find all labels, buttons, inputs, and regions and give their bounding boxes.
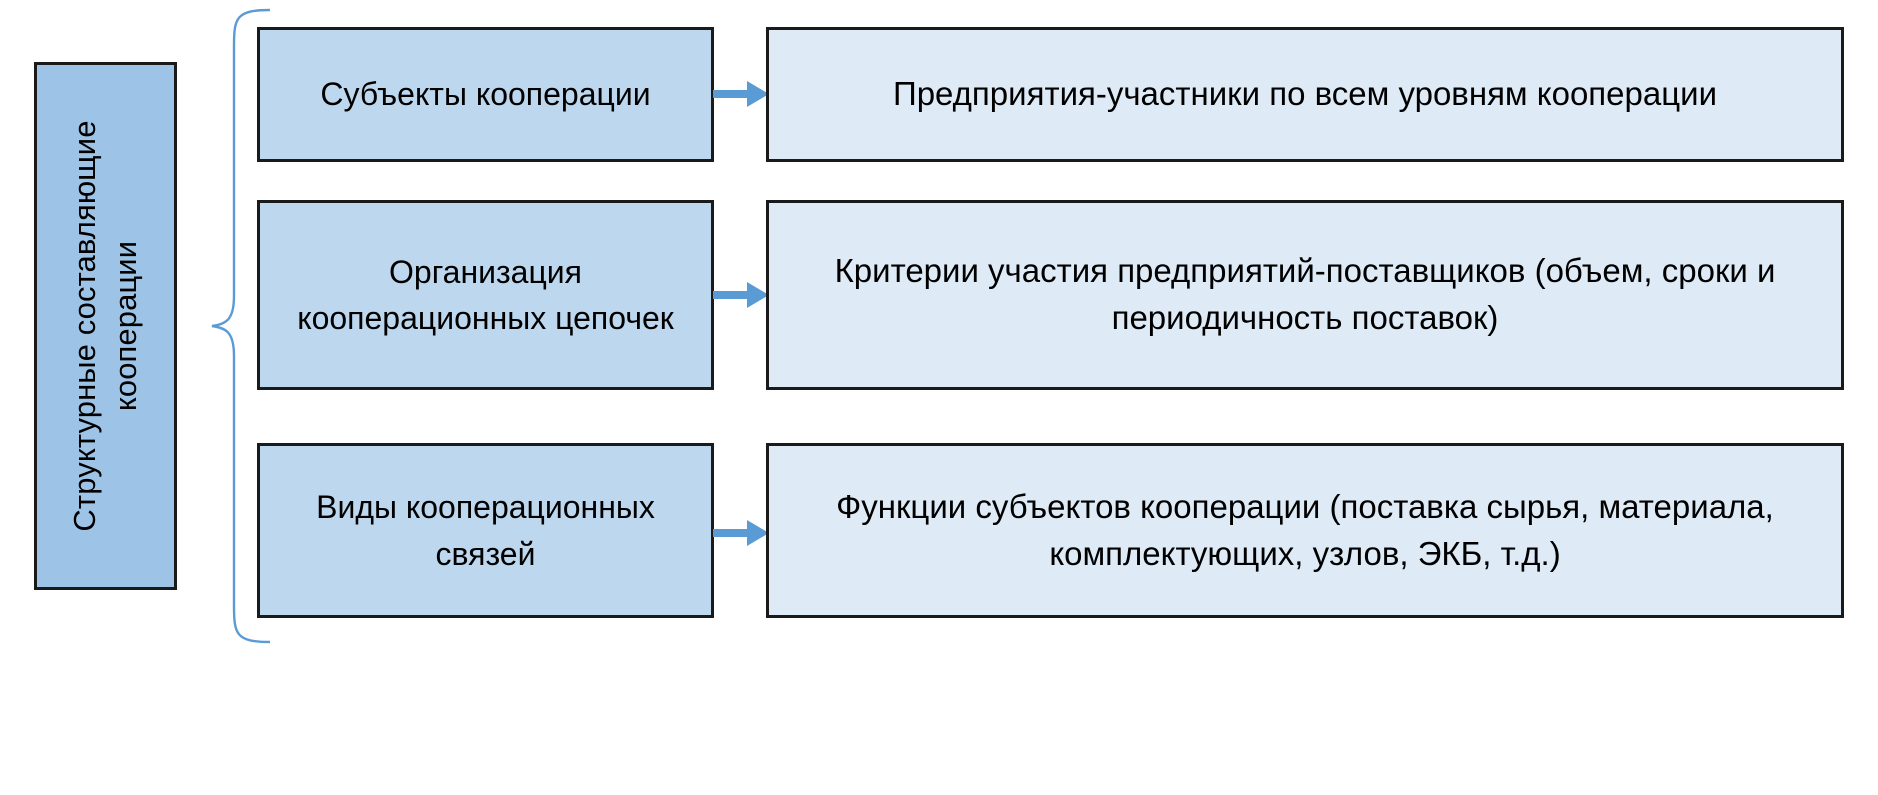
category-box-2-label: Организация кооперационных цепочек	[297, 253, 674, 336]
detail-box-2[interactable]: Критерии участия предприятий-поставщиков…	[766, 200, 1844, 390]
detail-box-1-label: Предприятия-участники по всем уровням ко…	[892, 75, 1718, 113]
right-arrow-icon-1	[713, 81, 769, 107]
diagram-row: Виды кооперационных связей Функции субъе…	[0, 443, 1878, 618]
detail-box-3[interactable]: Функции субъектов кооперации (поставка с…	[766, 443, 1844, 618]
detail-box-3-label: Функции субъектов кооперации (поставка с…	[836, 487, 1774, 572]
category-box-3-label: Виды кооперационных связей	[316, 489, 655, 572]
category-box-3[interactable]: Виды кооперационных связей	[257, 443, 714, 618]
detail-box-1[interactable]: Предприятия-участники по всем уровням ко…	[766, 27, 1844, 162]
category-box-1-label: Субъекты кооперации	[320, 76, 651, 113]
structural-components-block: Структурные составляющие кооперации	[34, 62, 177, 590]
right-arrow-icon-2	[713, 282, 769, 308]
category-box-1[interactable]: Субъекты кооперации	[257, 27, 714, 162]
category-box-2[interactable]: Организация кооперационных цепочек	[257, 200, 714, 390]
detail-box-2-label: Критерии участия предприятий-поставщиков…	[834, 252, 1776, 336]
diagram-row: Субъекты кооперации Предприятия-участник…	[0, 27, 1878, 162]
right-arrow-icon-3	[713, 520, 769, 546]
diagram-row: Организация кооперационных цепочек Крите…	[0, 200, 1878, 390]
